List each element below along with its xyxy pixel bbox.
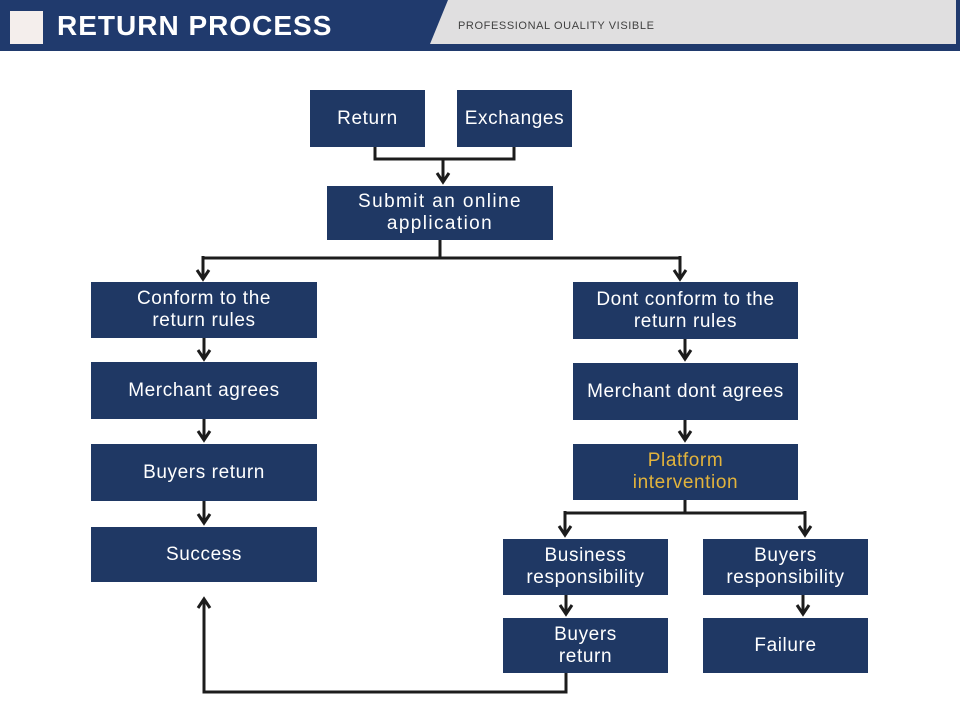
header-ribbon: PROFESSIONAL OUALITY VISIBLE: [430, 0, 956, 44]
flow-node-conform-rules: Conform to the return rules: [91, 282, 317, 338]
flow-node-exchanges: Exchanges: [457, 90, 572, 147]
page-title: RETURN PROCESS: [57, 10, 333, 41]
flow-node-business-responsibility: Business responsibility: [503, 539, 668, 595]
connector-merge-top: [373, 147, 516, 161]
flow-node-return: Return: [310, 90, 425, 147]
flow-node-merchant-dont-agrees: Merchant dont agrees: [573, 363, 798, 420]
header-subtitle: PROFESSIONAL OUALITY VISIBLE: [458, 20, 655, 32]
flow-node-merchant-agrees: Merchant agrees: [91, 362, 317, 419]
flow-node-buyers-return-bottom: Buyers return: [503, 618, 668, 673]
flow-node-failure: Failure: [703, 618, 868, 673]
flow-node-buyers-return-left: Buyers return: [91, 444, 317, 501]
flow-node-dont-conform-rules: Dont conform to the return rules: [573, 282, 798, 339]
header-accent-square: [10, 11, 43, 44]
flow-node-success: Success: [91, 527, 317, 582]
flow-node-buyers-responsibility: Buyers responsibility: [703, 539, 868, 595]
header-bar: RETURN PROCESS PROFESSIONAL OUALITY VISI…: [0, 0, 960, 51]
flow-node-submit-application: Submit an online application: [327, 186, 553, 240]
flow-node-platform-intervention: Platform intervention: [573, 444, 798, 500]
